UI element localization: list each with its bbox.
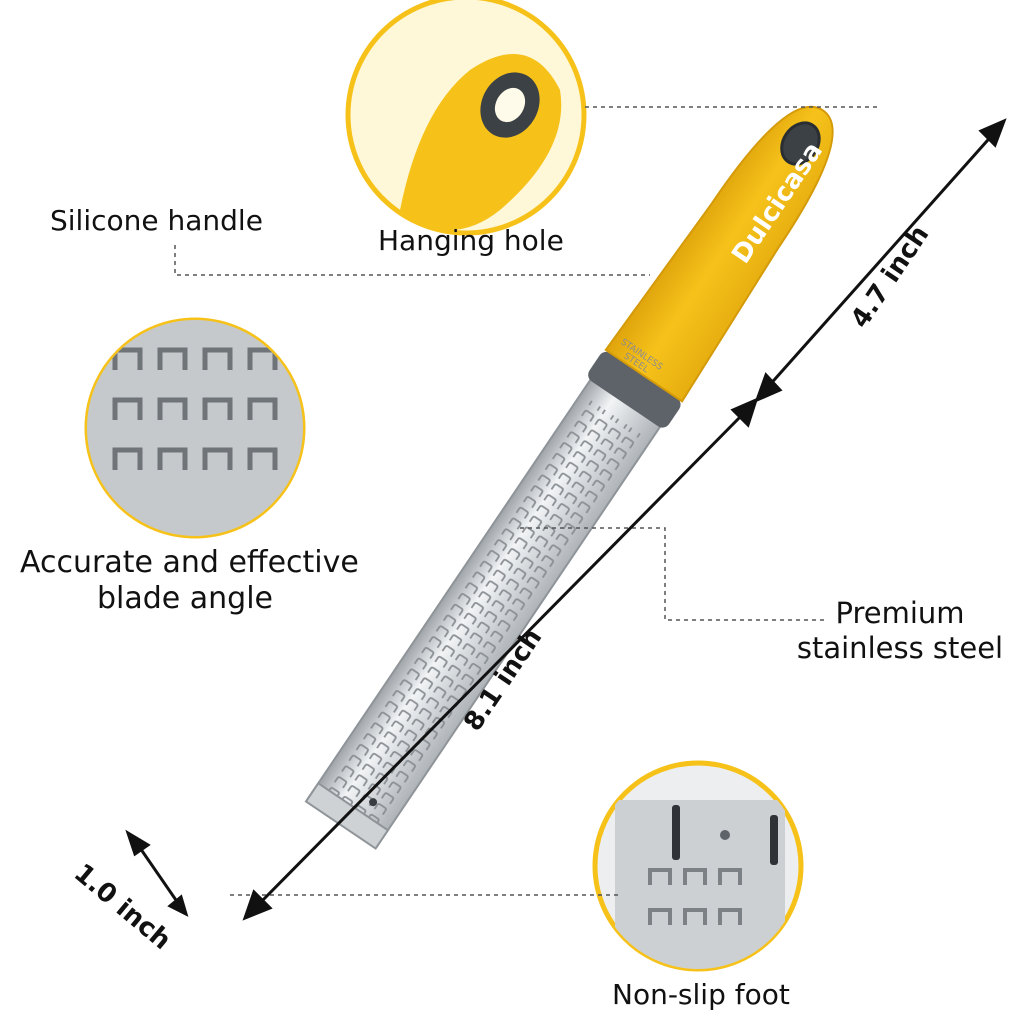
grater-blade (304, 367, 669, 850)
non-slip-foot-label: Non-slip foot (612, 978, 790, 1011)
silicone-handle-label: Silicone handle (50, 204, 263, 237)
hanging-hole-detail (345, 0, 587, 236)
dimension-arrows (125, 118, 1007, 921)
non-slip-foot-detail (592, 760, 804, 972)
hanging-hole-label: Hanging hole (378, 224, 564, 257)
silicone-handle (604, 105, 834, 403)
grater (304, 105, 834, 850)
stainless-steel-label: Premium stainless steel (796, 596, 1004, 665)
blade-angle-detail (84, 317, 306, 539)
leader-lines (174, 106, 880, 896)
handle-collar (588, 351, 681, 428)
hanging-hole-icon (780, 121, 821, 166)
blade-angle-label: Accurate and effective blade angle (20, 545, 359, 616)
